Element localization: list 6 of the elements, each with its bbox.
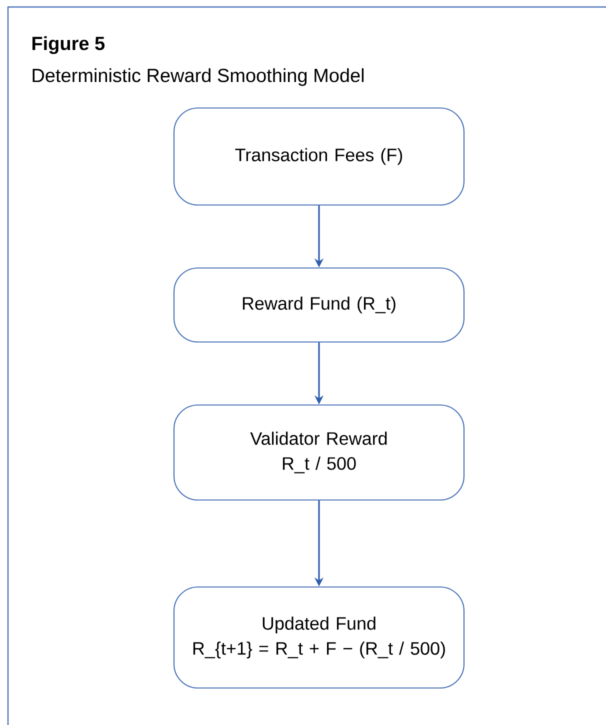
process-box: Reward Fund (R_t) bbox=[173, 267, 465, 343]
process-box: Transaction Fees (F) bbox=[173, 107, 465, 206]
figure-title: Figure 5 bbox=[32, 36, 105, 54]
process-box: Updated Fund R_{t+1} = R_t + F − (R_t / 500) bbox=[173, 586, 465, 689]
figure-subtitle: Deterministic Reward Smoothing Model bbox=[32, 68, 364, 86]
process-box: Validator Reward R_t / 500 bbox=[173, 404, 465, 501]
